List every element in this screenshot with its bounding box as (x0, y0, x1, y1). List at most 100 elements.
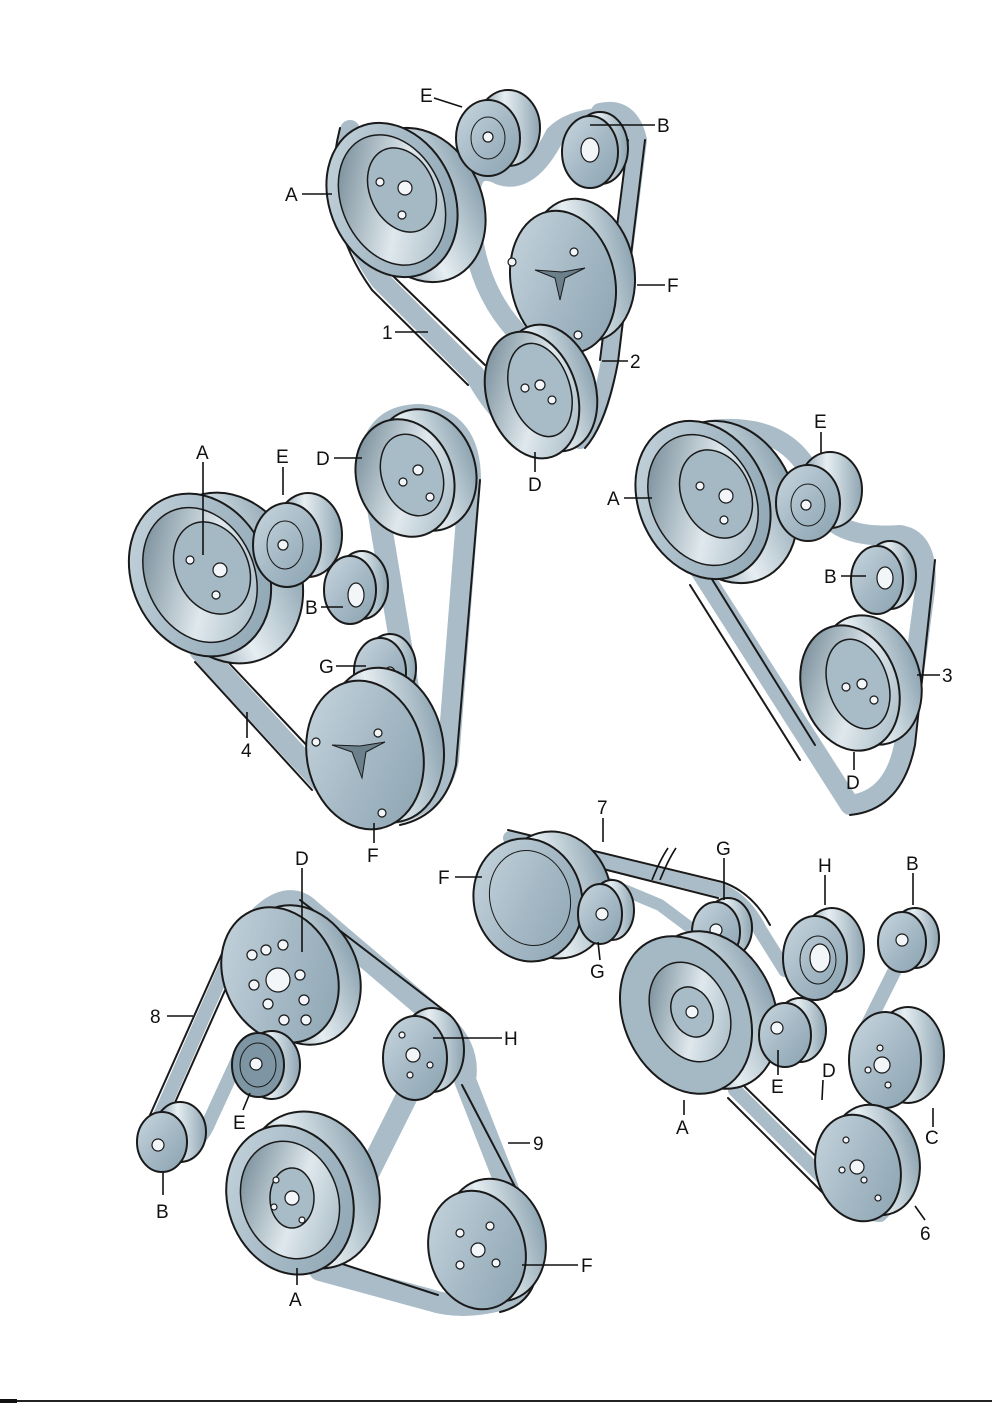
callout-letter: A (676, 1118, 689, 1139)
callout-letter: A (607, 489, 620, 510)
label-b: B (824, 567, 866, 588)
callout-letter: G (716, 839, 731, 860)
pulley-b (323, 550, 389, 625)
pulley-f (507, 197, 637, 355)
callout-letter: D (846, 773, 860, 794)
label-f: F (637, 276, 679, 297)
callout-letter: A (285, 185, 298, 206)
pulley-a (127, 491, 305, 665)
label-7: 7 (597, 798, 608, 842)
callout-letter: D (528, 475, 542, 496)
pulley-d (814, 1103, 921, 1223)
pulley-b (877, 907, 940, 973)
pulley-b (850, 540, 917, 615)
label-d: D (295, 849, 309, 952)
callout-letter: H (818, 856, 832, 877)
label-b: B (906, 854, 919, 905)
label-e: E (814, 412, 827, 453)
callout-letter: F (438, 868, 450, 889)
label-e: E (276, 447, 289, 495)
callout-letter: D (316, 449, 330, 470)
pulley-a (618, 930, 780, 1095)
callout-letter: B (906, 854, 919, 875)
label-a: A (289, 1268, 302, 1311)
assembly-middle-left: A E D B G 4 F (127, 404, 481, 867)
assembly-bottom-left: D 8 H E 9 B A F (136, 849, 593, 1316)
callout-number: 9 (533, 1134, 544, 1155)
callout-letter: B (657, 116, 670, 137)
callout-letter: H (504, 1029, 518, 1050)
pulley-h (782, 907, 865, 1001)
pulley-e (455, 89, 541, 177)
label-a: A (676, 1100, 689, 1139)
label-f: F (438, 868, 482, 889)
callout-letter: E (420, 86, 433, 107)
pulley-g (577, 879, 635, 945)
bottom-mark (0, 1399, 17, 1403)
label-e: E (771, 1050, 784, 1098)
pulley-e (252, 492, 343, 588)
pulley-a (325, 121, 487, 284)
label-d: D (316, 449, 362, 470)
pulley-c (848, 1006, 945, 1109)
pulley-d (799, 614, 923, 752)
callout-letter: F (581, 1256, 593, 1277)
callout-number: 7 (597, 798, 608, 819)
callout-letter: E (771, 1077, 784, 1098)
callout-letter: E (233, 1113, 246, 1134)
callout-number: 2 (630, 352, 641, 373)
label-g: G (590, 941, 605, 983)
pulley-d (354, 408, 478, 538)
label-a: A (285, 185, 332, 206)
callout-letter: G (590, 962, 605, 983)
label-b: B (305, 598, 343, 619)
label-b: B (590, 116, 670, 137)
label-6: 6 (914, 1205, 931, 1245)
callout-number: 4 (241, 741, 252, 762)
label-h: H (433, 1029, 518, 1050)
callout-letter: C (925, 1128, 939, 1149)
callout-letter: B (305, 598, 318, 619)
pulley-d (483, 323, 599, 460)
callout-number: 1 (382, 323, 393, 344)
label-f: F (367, 823, 379, 867)
bottom-rule (0, 1400, 992, 1402)
label-3: 3 (917, 666, 953, 687)
label-8: 8 (150, 1007, 193, 1028)
pulley-b (561, 111, 629, 189)
assembly-middle-right: A E B 3 D (607, 412, 953, 816)
pulley-a (225, 1110, 381, 1276)
assembly-top: E B A F 1 2 D (285, 86, 679, 496)
callout-letter: E (814, 412, 827, 433)
label-f: F (522, 1256, 593, 1277)
callout-letter: B (824, 567, 837, 588)
label-e: E (420, 86, 463, 108)
pulley-h (382, 1007, 465, 1101)
pulley-d (220, 904, 362, 1046)
pulley-a (634, 419, 799, 585)
label-d: D (846, 752, 860, 794)
pulley-e (758, 997, 827, 1068)
callout-number: 3 (942, 666, 953, 687)
label-a: A (196, 443, 209, 555)
callout-letter: G (319, 657, 334, 678)
label-1: 1 (382, 323, 428, 344)
label-g: G (716, 839, 731, 900)
label-c: C (925, 1108, 939, 1149)
callout-number: 6 (920, 1224, 931, 1245)
callout-letter: B (156, 1202, 169, 1223)
label-e: E (233, 1092, 251, 1134)
label-g: G (319, 657, 366, 678)
pulley-e (231, 1030, 301, 1100)
callout-number: 8 (150, 1007, 161, 1028)
callout-letter: A (196, 443, 209, 464)
callout-letter: A (289, 1290, 302, 1311)
label-2: 2 (602, 352, 641, 373)
belt-3 (689, 418, 936, 816)
label-4: 4 (241, 712, 252, 762)
label-h: H (818, 856, 832, 905)
assembly-bottom-right: 7 G H B F G E D (438, 798, 945, 1245)
pulley-b (136, 1101, 207, 1173)
callout-letter: D (295, 849, 309, 870)
callout-letter: F (667, 276, 679, 297)
